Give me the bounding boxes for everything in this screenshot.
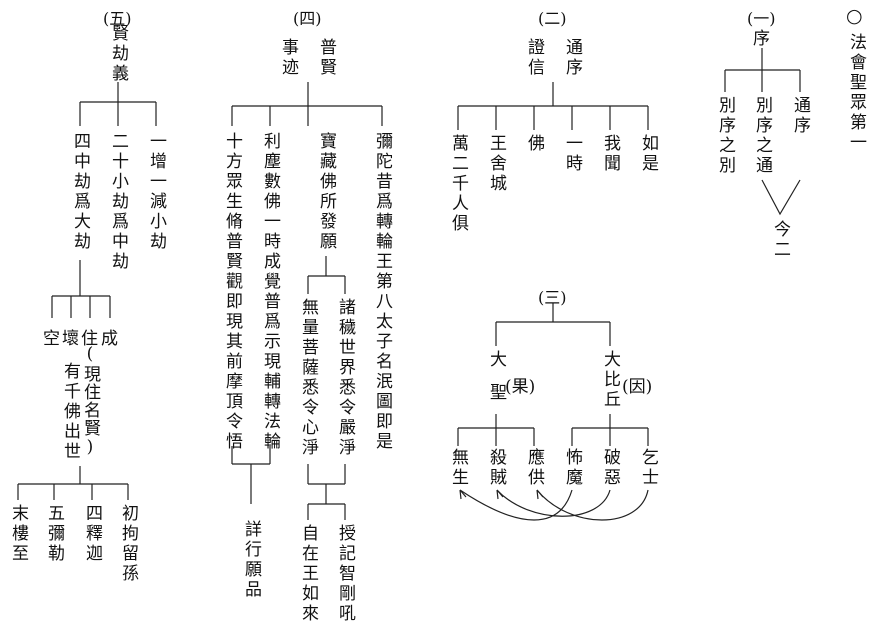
s2-tongxu: 通序 [562,38,582,78]
s2-item: 萬二千人俱 [448,134,468,234]
s4-puxian: 普賢 [316,38,336,78]
s5-c1: 一增一減小劫 [146,132,166,252]
s3-item: 應供 [524,448,544,488]
s2-item: 我聞 [600,134,620,174]
s2-item: 佛 [524,134,544,154]
s5-qianfo: 有千佛出世 [60,362,80,462]
s5-zhu-note: (現住名賢) [80,344,100,458]
s5-kong: 空 [43,329,60,349]
s3-item: 怖魔 [562,448,582,488]
s1-root: 序 [753,29,770,49]
s1-tongxu: 通序 [790,96,810,136]
s5-cheng: 成 [101,329,118,349]
s5-b1: 初拘留孫 [118,504,138,584]
s5-root: 賢劫義 [108,24,128,84]
section-1-header: (一) [747,9,776,28]
s3-guo-tag: (果) [505,377,536,397]
s5-zhu: 住 [81,329,98,349]
s5-c2: 二十小劫爲中劫 [108,132,128,272]
section-5-header: (五) [103,9,132,28]
page-title: 法會聖眾第一 [846,33,866,153]
s2-item: 王舍城 [486,134,506,194]
s3-item: 無生 [448,448,468,488]
s4-sub1: 諸穢世界悉令嚴淨 [335,298,355,458]
title-circle-icon: ○ [846,5,863,27]
s2-item: 如是 [638,134,658,174]
s3-item: 乞士 [638,448,658,488]
s3-yin-tag: (因) [622,377,653,397]
s5-b2: 四釋迦 [82,504,102,564]
s4-col1: 彌陀昔爲轉輪王第八太子名泯圖即是 [372,132,392,452]
s4-col2: 寶藏佛所發願 [316,132,336,252]
s1-bie-zhi-bie: 別序之別 [715,96,735,176]
s3-dabiqiu: 大比丘 [600,350,620,410]
s3-dasheng: 大聖 [486,350,506,416]
s3-item: 殺賊 [486,448,506,488]
s4-col3: 利塵數佛一時成覺普爲示現輔轉法輪 [260,132,280,452]
s2-item: 一時 [562,134,582,174]
s4-shiji: 事迹 [278,38,298,78]
s1-jin-er: 今二 [770,220,790,260]
section-4-header: (四) [293,9,322,28]
s3-item: 破惡 [600,448,620,488]
section-3-header: (三) [538,288,567,307]
s4-col4: 十方眾生脩普賢觀即現其前摩頂令悟 [222,132,242,452]
s4-sub2: 無量菩薩悉令心淨 [298,298,318,458]
section-2-header: (二) [538,9,567,28]
s4-bot1: 授記智剛吼 [335,524,355,624]
s4-bot2: 自在王如來 [298,524,318,624]
s4-bot3: 詳行願品 [241,520,261,600]
s5-huai: 壞 [62,329,79,349]
s5-b3: 五彌勒 [44,504,64,564]
s5-b4: 末樓至 [8,504,28,564]
s2-zhengxin: 證信 [524,38,544,78]
s5-c3: 四中劫爲大劫 [70,132,90,252]
s1-bie-zhi-tong: 別序之通 [752,96,772,176]
